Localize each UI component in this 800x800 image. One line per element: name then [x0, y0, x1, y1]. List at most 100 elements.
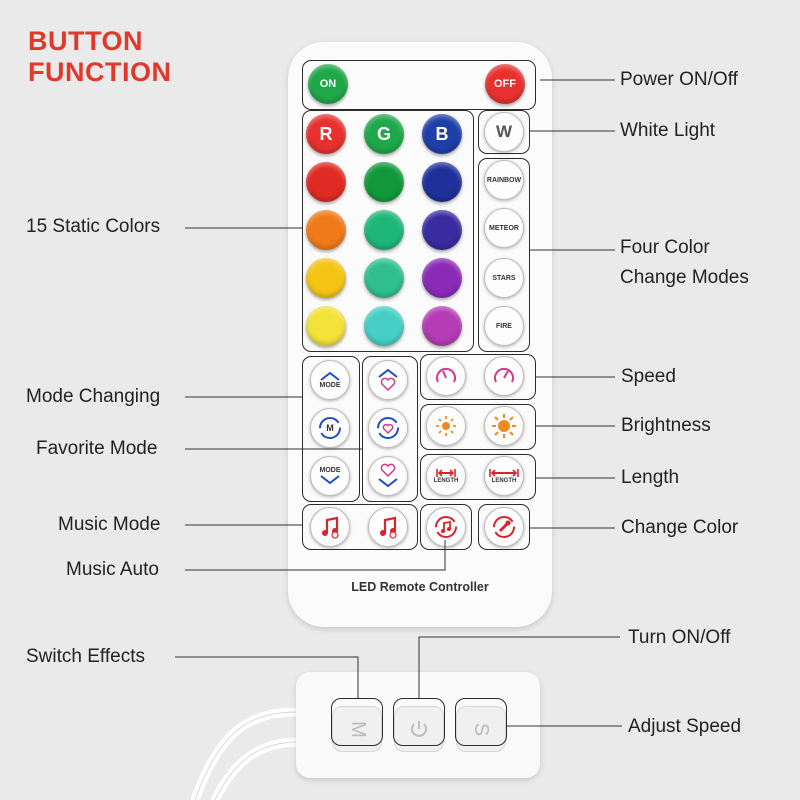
label-mode-changing: Mode Changing	[26, 386, 161, 407]
color-button[interactable]	[364, 210, 404, 250]
label-length: Length	[621, 467, 680, 488]
music-auto-box	[420, 504, 472, 550]
speed-box	[420, 354, 536, 400]
off-label: OFF	[494, 78, 516, 90]
on-label: ON	[319, 78, 337, 90]
music-cycle-icon	[435, 516, 457, 538]
length-box	[420, 454, 536, 500]
music-note-icon	[322, 516, 339, 539]
color-button[interactable]	[306, 258, 346, 298]
heart-down-icon	[378, 463, 398, 488]
change-color-box	[478, 504, 530, 550]
page-title: BUTTON FUNCTION	[28, 26, 171, 88]
mode-down-label: MODE	[319, 467, 341, 474]
label-white: White Light	[620, 120, 716, 141]
music-auto-button[interactable]	[426, 507, 466, 547]
sun-large-icon	[492, 414, 516, 438]
favorite-down-button[interactable]	[368, 456, 408, 496]
length-down-label: LENGTH	[433, 478, 459, 484]
label-favorite: Favorite Mode	[36, 438, 158, 459]
switch-effects-frame	[331, 698, 383, 746]
change-color-button[interactable]	[484, 507, 524, 547]
mode-up-button[interactable]: MODE	[310, 360, 350, 400]
stars-label: STARS	[492, 274, 516, 282]
color-button[interactable]	[364, 306, 404, 346]
chevron-up-icon	[320, 371, 340, 381]
label-music-auto: Music Auto	[66, 559, 159, 580]
music-note-icon	[380, 516, 397, 539]
color-b-button[interactable]: B	[422, 114, 462, 154]
brightness-down-button[interactable]	[426, 406, 466, 446]
color-picker-icon	[493, 516, 515, 538]
off-button[interactable]: OFF	[485, 64, 525, 104]
color-button[interactable]	[306, 162, 346, 202]
meteor-label: METEOR	[489, 224, 519, 232]
heart-cycle-icon	[377, 417, 399, 439]
m-label: M	[326, 423, 334, 433]
favorite-box	[362, 356, 418, 502]
label-change-color: Change Color	[621, 517, 739, 538]
sun-small-icon	[436, 416, 456, 436]
white-box	[478, 110, 530, 154]
color-button[interactable]	[306, 210, 346, 250]
power-icon	[411, 721, 427, 737]
length-up-label: LENGTH	[491, 478, 517, 484]
adjust-speed-frame	[455, 698, 507, 746]
brightness-box	[420, 404, 536, 450]
mode-changing-box	[302, 356, 360, 502]
mode-up-label: MODE	[319, 382, 341, 389]
title-line-2: FUNCTION	[28, 57, 172, 87]
length-long-icon	[489, 469, 519, 477]
favorite-up-button[interactable]	[368, 360, 408, 400]
length-down-button[interactable]: LENGTH	[426, 456, 466, 496]
label-music-mode: Music Mode	[58, 514, 161, 535]
stars-button[interactable]: STARS	[484, 258, 524, 298]
label-adjust-speed: Adjust Speed	[628, 716, 742, 737]
color-button[interactable]	[422, 306, 462, 346]
label-brightness: Brightness	[621, 415, 711, 436]
chevron-down-icon	[320, 475, 340, 485]
mode-down-button[interactable]: MODE	[310, 456, 350, 496]
meteor-button[interactable]: METEOR	[484, 208, 524, 248]
favorite-cycle-button[interactable]	[368, 408, 408, 448]
title-line-1: BUTTON	[28, 26, 143, 56]
cycle-icon	[319, 417, 341, 439]
remote-caption: LED Remote Controller	[351, 580, 489, 594]
label-turn-onoff: Turn ON/Off	[628, 627, 731, 648]
modes-box	[478, 158, 530, 352]
label-switch-effects: Switch Effects	[26, 646, 145, 667]
remote-controller: ON OFF R G B W RAINBOW METEOR STARS FIRE…	[288, 42, 552, 627]
r-label: R	[319, 123, 333, 144]
on-button[interactable]: ON	[308, 64, 348, 104]
w-label: W	[495, 122, 513, 141]
color-r-button[interactable]: R	[306, 114, 346, 154]
static-colors-box	[302, 110, 474, 352]
speed-down-button[interactable]	[426, 356, 466, 396]
speedometer-fast-icon	[494, 367, 514, 383]
mode-cycle-button[interactable]: M	[310, 408, 350, 448]
length-short-icon	[436, 469, 456, 477]
color-button[interactable]	[364, 162, 404, 202]
heart-up-icon	[378, 368, 398, 392]
length-up-button[interactable]: LENGTH	[484, 456, 524, 496]
color-button[interactable]	[306, 306, 346, 346]
color-g-button[interactable]: G	[364, 114, 404, 154]
white-button[interactable]: W	[484, 112, 524, 152]
fire-label: FIRE	[496, 322, 512, 330]
g-label: G	[376, 123, 391, 144]
label-four-modes-1: Four Color	[620, 237, 710, 258]
color-button[interactable]	[422, 210, 462, 250]
power-box	[302, 60, 536, 110]
label-four-modes-2: Change Modes	[620, 267, 749, 288]
label-static-colors: 15 Static Colors	[26, 216, 161, 237]
speed-up-button[interactable]	[484, 356, 524, 396]
rainbow-label: RAINBOW	[486, 176, 522, 184]
rainbow-button[interactable]: RAINBOW	[484, 160, 524, 200]
fire-button[interactable]: FIRE	[484, 306, 524, 346]
color-button[interactable]	[364, 258, 404, 298]
color-button[interactable]	[422, 258, 462, 298]
power-frame	[393, 698, 445, 746]
color-button[interactable]	[422, 162, 462, 202]
brightness-up-button[interactable]	[484, 406, 524, 446]
